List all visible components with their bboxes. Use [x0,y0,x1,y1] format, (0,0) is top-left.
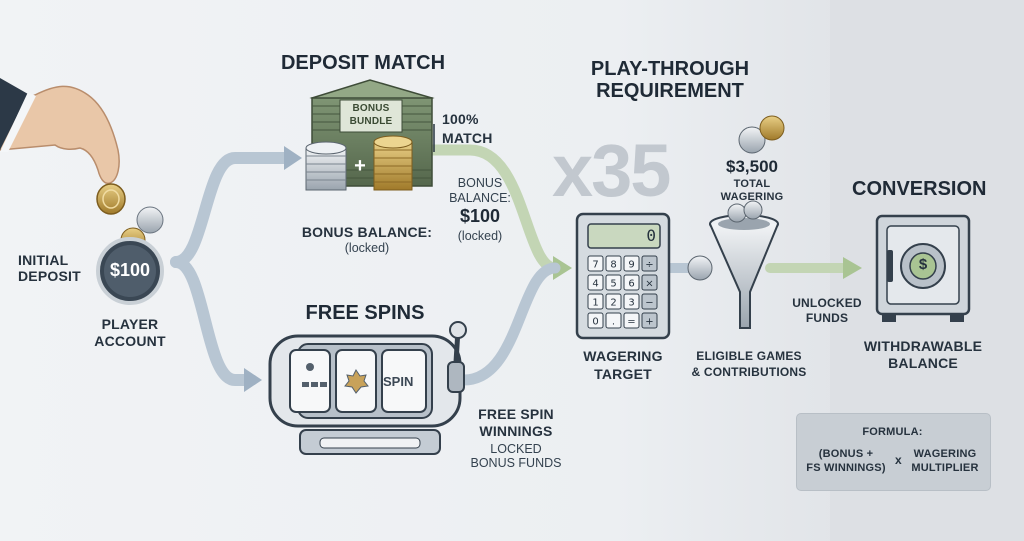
unlocked-funds-label: UNLOCKED FUNDS [792,296,862,325]
free-spins-title: FREE SPINS [305,302,425,324]
total-wagering-label: TOTAL WAGERING [720,178,784,203]
calculator-key-label: × [645,279,653,290]
arrow-to-free-spins [170,256,262,392]
calculator-key: × [641,274,658,291]
calculator-key-label: 9 [628,260,634,271]
calculator-key: . [605,312,622,329]
calculator-key-label: 7 [592,260,598,271]
formula-left-term: (BONUS + FS WINNINGS) [806,448,886,474]
calculator-key-label: 2 [610,298,616,309]
deposit-match-title: DEPOSIT MATCH [280,52,446,74]
arrow-funnel-to-safe [765,257,862,279]
calculator-key-label: . [612,317,615,328]
calculator-key: 5 [605,274,622,291]
calculator-key: 4 [587,274,604,291]
calculator-key-label: 0 [592,317,598,328]
calculator-key-label: 3 [628,298,634,309]
conversion-title: CONVERSION [852,178,987,200]
free-spin-winnings-label: FREE SPIN WINNINGS [478,406,554,439]
calculator-key: 6 [623,274,640,291]
calculator-key-label: 4 [592,279,598,290]
calculator-key: 3 [623,293,640,310]
side-bonus-balance-state: (locked) [457,229,503,243]
slot-machine-icon [268,321,467,455]
withdrawable-balance-label: WITHDRAWABLE BALANCE [863,338,983,371]
calculator-key-label: = [627,317,635,328]
side-bonus-balance-amount: $100 [459,206,501,226]
funnel-icon [709,200,779,329]
calculator-key: 1 [587,293,604,310]
eligible-games-label: ELIGIBLE GAMES & CONTRIBUTIONS [691,349,807,379]
calculator-key: = [623,312,640,329]
player-account-label: PLAYER ACCOUNT [94,316,166,349]
funnel-input-coin-icon [687,255,713,281]
play-through-title: PLAY-THROUGH REQUIREMENT [590,58,750,102]
calculator-icon: 7 8 9 ÷ 4 5 6 × 1 2 3− 0. = + [575,212,671,340]
formula-times-sign: x [895,453,902,467]
silver-coin-stack-icon [305,141,347,191]
side-bonus-balance-label: BONUS BALANCE: [449,176,511,205]
calculator-key-label: 1 [592,298,598,309]
calculator-key: + [641,312,658,329]
bonus-balance-label: BONUS BALANCE: [301,224,433,240]
arrow-match-to-calculator [426,144,572,280]
calculator-key-label: + [645,317,653,328]
calculator-key: − [641,293,658,310]
gold-coin-stack-icon [373,135,413,191]
arrow-to-deposit-match [170,146,302,268]
bonus-bundle-label: BONUS BUNDLE [349,103,393,127]
wagering-target-label: WAGERING TARGET [583,348,663,382]
calculator-key-label: 6 [628,279,634,290]
formula-title: FORMULA: [862,426,923,438]
calculator-key-label: 5 [610,279,616,290]
calculator-key: 8 [605,255,622,272]
initial-deposit-label: INITIAL DEPOSIT [18,252,81,284]
calculator-key-label: 8 [610,260,616,271]
calculator-key: 2 [605,293,622,310]
player-account-coin-icon [96,206,164,305]
bonus-balance-state: (locked) [344,241,390,255]
calculator-key-label: − [645,298,653,309]
safe-icon [875,214,971,322]
total-wagering-amount: $3,500 [726,157,778,176]
calculator-key: 9 [623,255,640,272]
formula-right-term: WAGERING MULTIPLIER [911,448,979,474]
deposit-amount: $100 [109,260,151,280]
coin-icon [96,183,126,215]
calculator-key: 0 [587,312,604,329]
match-percent-label: 100% MATCH [442,111,493,146]
arrow-spins-to-calculator [458,262,561,386]
safe-dollar-symbol: $ [918,256,928,273]
formula-box [796,413,991,491]
calculator-display: 0 [646,226,656,245]
hand-icon [0,78,120,185]
calculator-key: ÷ [641,255,658,272]
wagering-multiplier: x35 [552,129,671,212]
spin-reel-text: SPIN [383,374,414,389]
total-wagering-coins-icon [738,115,785,154]
calculator-key: 7 [587,255,604,272]
locked-bonus-funds-note: LOCKED BONUS FUNDS [470,442,562,470]
plus-sign: + [354,155,366,177]
calculator-key-label: ÷ [645,260,653,271]
